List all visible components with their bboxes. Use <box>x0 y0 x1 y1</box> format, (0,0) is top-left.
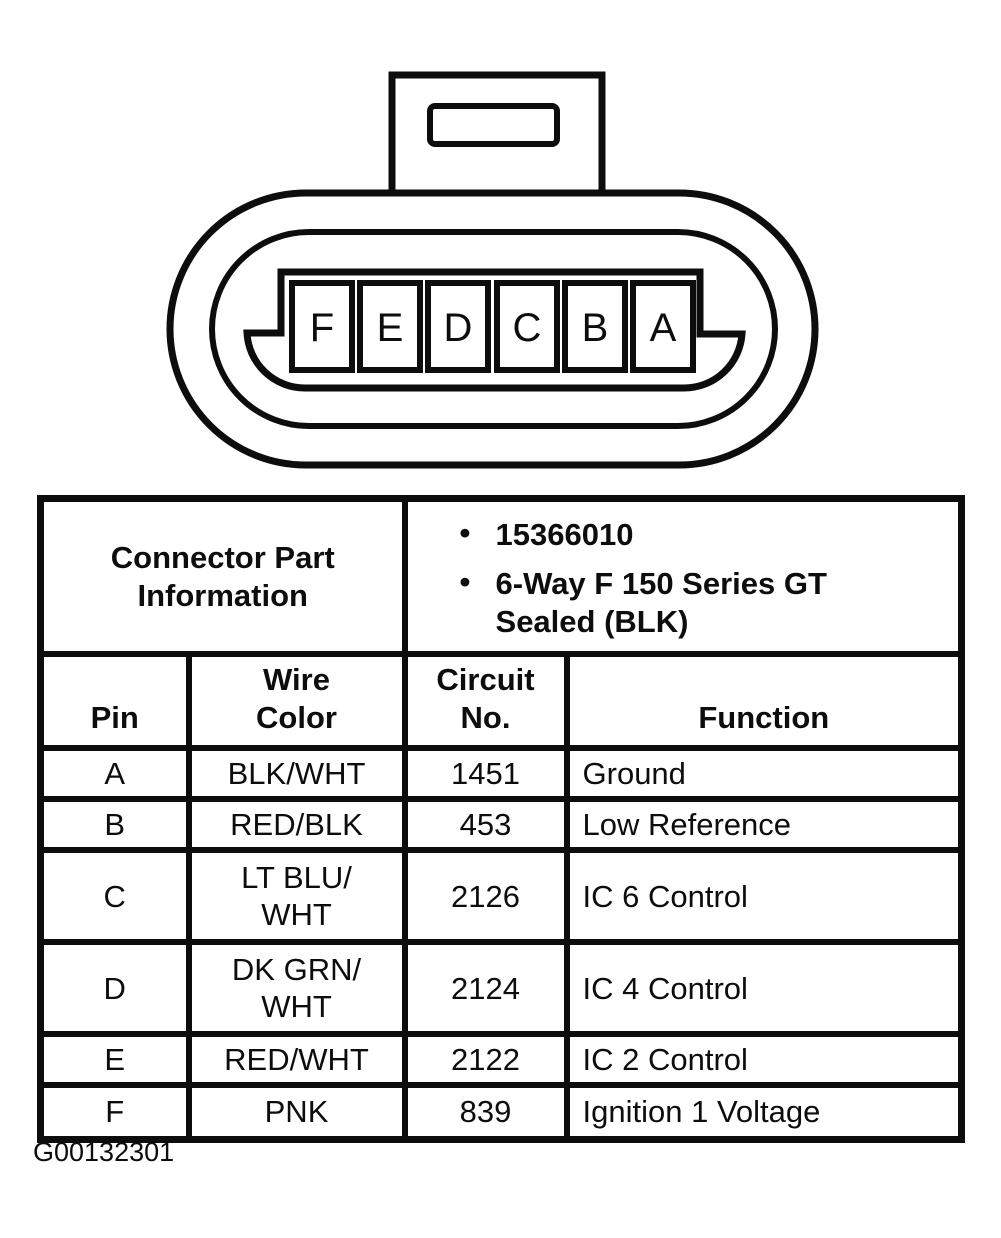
pin-cell: B <box>37 796 192 854</box>
part-info-bullet-list: 15366010 6-Way F 150 Series GT Sealed (B… <box>411 504 956 641</box>
function-cell: IC 2 Control <box>563 1031 965 1089</box>
part-info-label: Connector Part Information <box>37 495 408 658</box>
pin-label-d: D <box>444 306 473 350</box>
col-header-function: Function <box>563 651 965 752</box>
function-cell: IC 4 Control <box>563 939 965 1038</box>
wire-color-cell: LT BLU/ WHT <box>185 847 408 946</box>
pin-box-d <box>425 280 491 373</box>
function-cell: IC 6 Control <box>563 847 965 946</box>
col-header-pin: Pin <box>37 651 192 752</box>
table-row-pin-b: B RED/BLK 453 Low Reference <box>37 796 965 854</box>
function-cell: Ignition 1 Voltage <box>563 1082 965 1143</box>
part-info-row: Connector Part Information 15366010 6-Wa… <box>37 495 965 658</box>
pin-box-c <box>494 280 560 373</box>
pin-box-b <box>562 280 628 373</box>
table-row-pin-f: F PNK 839 Ignition 1 Voltage <box>37 1082 965 1143</box>
circuit-no-cell: 2124 <box>401 939 570 1038</box>
table-row-pin-a: A BLK/WHT 1451 Ground <box>37 745 965 803</box>
wire-color-cell: DK GRN/ WHT <box>185 939 408 1038</box>
circuit-no-cell: 1451 <box>401 745 570 803</box>
col-header-circuit-no: Circuit No. <box>401 651 570 752</box>
pin-label-c: C <box>513 306 542 350</box>
circuit-no-cell: 2126 <box>401 847 570 946</box>
circuit-no-cell: 2122 <box>401 1031 570 1089</box>
wire-color-cell: PNK <box>185 1082 408 1143</box>
pin-cell: A <box>37 745 192 803</box>
figure-id: G00132301 <box>33 1137 175 1167</box>
connector-diagram: F E D C B A <box>166 71 819 469</box>
connector-lock-tab-slot <box>427 103 560 147</box>
pin-cell: D <box>37 939 192 1038</box>
circuit-no-cell: 453 <box>401 796 570 854</box>
pin-cell: C <box>37 847 192 946</box>
function-cell: Low Reference <box>563 796 965 854</box>
pin-box-a <box>630 280 696 373</box>
wire-color-cell: BLK/WHT <box>185 745 408 803</box>
pin-labels: F E D C B A <box>310 306 677 350</box>
pin-label-b: B <box>582 306 609 350</box>
wire-color-cell: RED/BLK <box>185 796 408 854</box>
pin-boxes <box>289 280 696 373</box>
pin-cell: E <box>37 1031 192 1089</box>
pin-label-e: E <box>377 306 404 350</box>
circuit-no-cell: 839 <box>401 1082 570 1143</box>
pin-box-e <box>357 280 423 373</box>
connector-part-table: Connector Part Information 15366010 6-Wa… <box>37 495 966 1143</box>
table-row-pin-c: C LT BLU/ WHT 2126 IC 6 Control <box>37 847 965 946</box>
pin-label-a: A <box>650 306 677 350</box>
table-row-pin-e: E RED/WHT 2122 IC 2 Control <box>37 1031 965 1089</box>
part-description: 6-Way F 150 Series GT Sealed (BLK) <box>411 563 955 641</box>
part-info-values: 15366010 6-Way F 150 Series GT Sealed (B… <box>401 495 965 658</box>
column-header-row: Pin Wire Color Circuit No. Function <box>37 651 965 752</box>
function-cell: Ground <box>563 745 965 803</box>
wire-color-cell: RED/WHT <box>185 1031 408 1089</box>
pin-label-f: F <box>310 306 334 350</box>
table-row-pin-d: D DK GRN/ WHT 2124 IC 4 Control <box>37 939 965 1038</box>
part-number: 15366010 <box>411 514 955 554</box>
pin-box-f <box>289 280 355 373</box>
pin-cell: F <box>37 1082 192 1143</box>
col-header-wire-color: Wire Color <box>185 651 408 752</box>
